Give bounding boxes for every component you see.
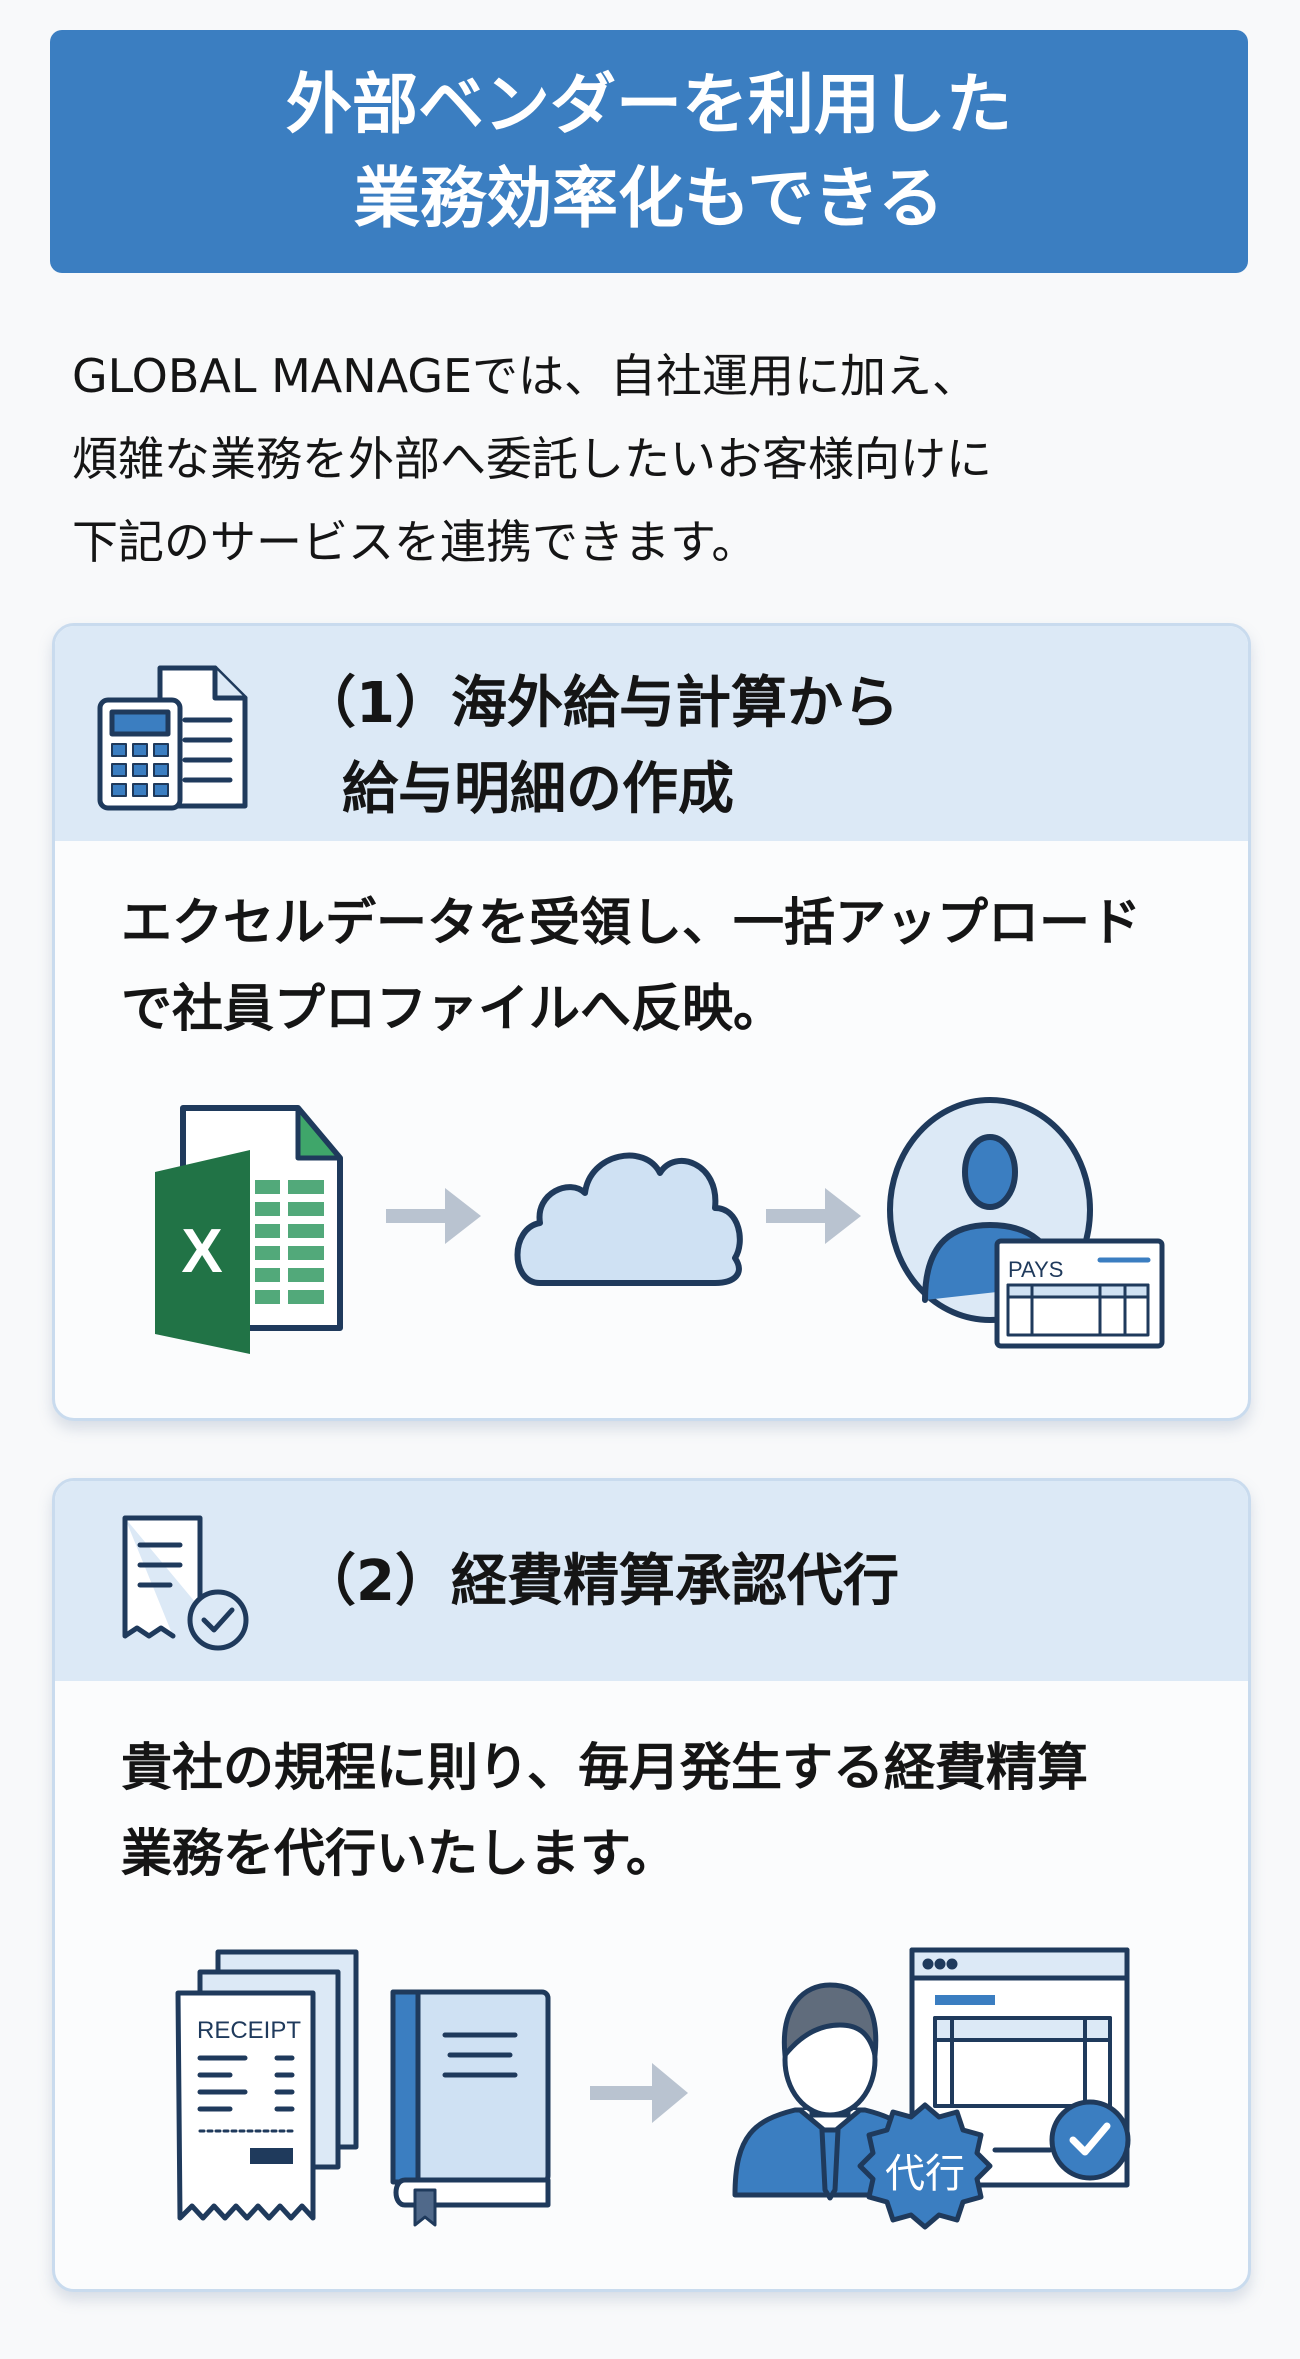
card-title: （1）海外給与計算から 給与明細の作成 xyxy=(300,661,899,833)
card-description-line-1: 貴社の規程に則り、毎月発生する経費精算 xyxy=(121,1739,1088,1798)
card-title-line-2: 給与明細の作成 xyxy=(342,757,734,822)
service-card-payroll: （1）海外給与計算から 給与明細の作成 エクセルデータを受領し、一括アップロード… xyxy=(52,623,1251,1421)
card-description: 貴社の規程に則り、毎月発生する経費精算 業務を代行いたします。 xyxy=(121,1726,1088,1898)
intro-line-2: 煩雑な業務を外部へ委託したいお客様向けに xyxy=(72,432,992,486)
card-header xyxy=(55,626,1248,841)
page-banner: 外部ベンダーを利用した 業務効率化もできる xyxy=(50,30,1248,273)
banner-title-line-1: 外部ベンダーを利用した xyxy=(286,65,1012,143)
service-card-expense: （2）経費精算承認代行 貴社の規程に則り、毎月発生する経費精算 業務を代行いたし… xyxy=(52,1478,1251,2292)
intro-line-3: 下記のサービスを連携できます。 xyxy=(72,515,758,569)
card-title: （2）経費精算承認代行 xyxy=(300,1539,899,1625)
intro-text: GLOBAL MANAGEでは、自社運用に加え、 煩雑な業務を外部へ委託したいお… xyxy=(72,335,992,584)
card-title-line-1: （2）経費精算承認代行 xyxy=(300,1549,899,1614)
card-title-line-1: （1）海外給与計算から xyxy=(300,671,899,736)
banner-title-line-2: 業務効率化もできる xyxy=(353,159,945,237)
card-description: エクセルデータを受領し、一括アップロード で社員プロファイルへ反映。 xyxy=(121,881,1141,1053)
card-description-line-1: エクセルデータを受領し、一括アップロード xyxy=(121,894,1142,953)
card-description-line-2: 業務を代行いたします。 xyxy=(121,1825,677,1884)
card-header xyxy=(55,1481,1248,1681)
intro-line-1: GLOBAL MANAGEでは、自社運用に加え、 xyxy=(72,349,979,403)
card-description-line-2: で社員プロファイルへ反映。 xyxy=(121,980,785,1039)
